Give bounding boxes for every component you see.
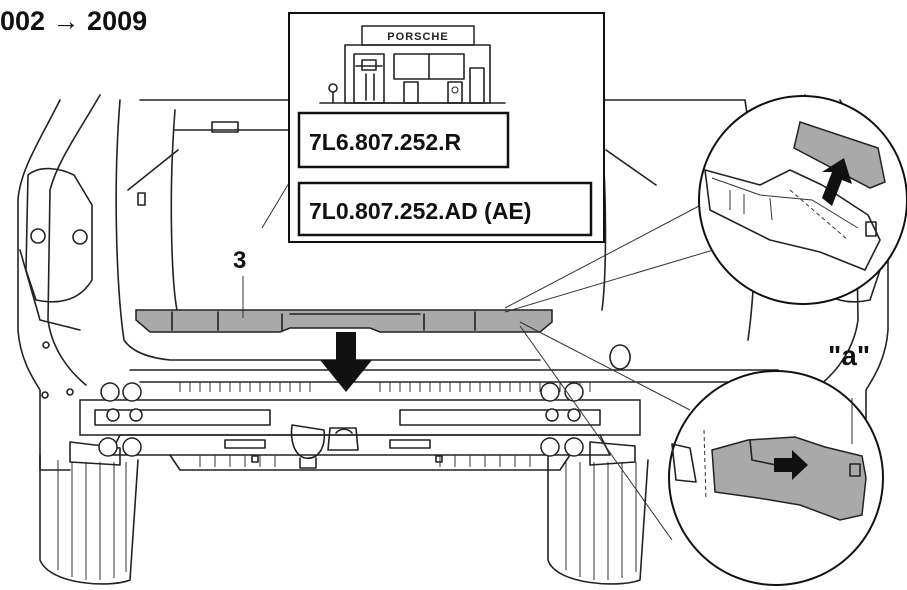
part-number-panel: PORSCHE 7L6.807.252.R 7L0.807.252.AD (AE… — [288, 12, 605, 243]
slide-arrow-icon — [774, 450, 808, 480]
rear-left-wheel — [39, 454, 139, 585]
dealer-sign-text: PORSCHE — [387, 31, 448, 43]
callout-number-3: 3 — [233, 247, 246, 274]
trim-part-3 — [135, 309, 553, 333]
year-range-label: 002 → 2009 — [0, 6, 147, 36]
part-number-box-2 — [297, 181, 593, 237]
bumper-carrier-beam — [69, 399, 641, 471]
part-number-box-1 — [297, 111, 510, 169]
detail-view-lift-out — [504, 95, 907, 313]
left-bolt-cluster — [98, 382, 143, 457]
lift-arrow-icon — [822, 158, 852, 206]
detail-view-slide-out — [519, 321, 884, 586]
porsche-dealer-icon: PORSCHE — [319, 25, 506, 104]
down-arrow-icon — [320, 332, 372, 392]
right-bolt-cluster — [540, 382, 584, 457]
rear-right-wheel — [547, 454, 649, 585]
callout-label-a: "a" — [828, 340, 870, 371]
part-number-2: 7L0.807.252.AD (AE) — [309, 198, 531, 224]
sill-ribs — [179, 382, 591, 392]
part-number-1: 7L6.807.252.R — [309, 129, 462, 155]
